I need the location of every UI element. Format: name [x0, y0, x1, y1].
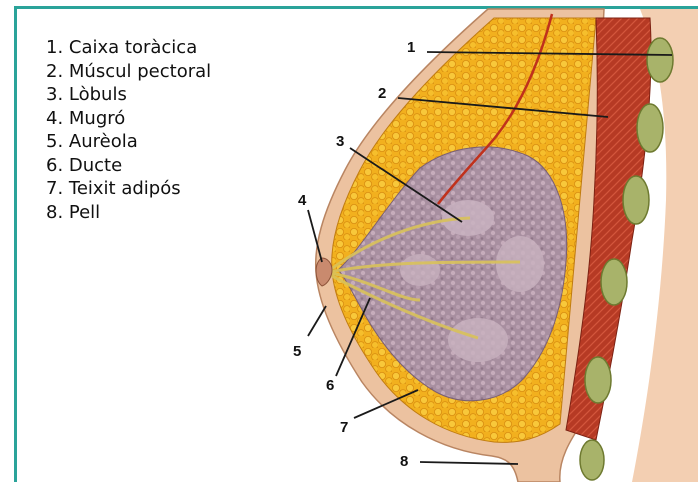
lobule-cluster — [400, 254, 440, 286]
callout-number-7: 7 — [340, 419, 348, 436]
callout-number-8: 8 — [400, 453, 408, 470]
callout-number-1: 1 — [407, 39, 415, 56]
callout-number-3: 3 — [336, 133, 344, 150]
rib — [647, 38, 673, 82]
callout-number-6: 6 — [326, 377, 334, 394]
rib — [601, 259, 627, 305]
rib — [623, 176, 649, 224]
leader-line-8 — [420, 462, 518, 464]
leader-line-5 — [308, 306, 326, 336]
rib — [585, 357, 611, 403]
callout-number-5: 5 — [293, 343, 301, 360]
lobule-cluster — [496, 236, 544, 292]
lobule-cluster — [448, 318, 508, 362]
rib — [580, 440, 604, 480]
callout-number-4: 4 — [298, 192, 307, 209]
rib — [637, 104, 663, 152]
callout-number-2: 2 — [378, 85, 386, 102]
